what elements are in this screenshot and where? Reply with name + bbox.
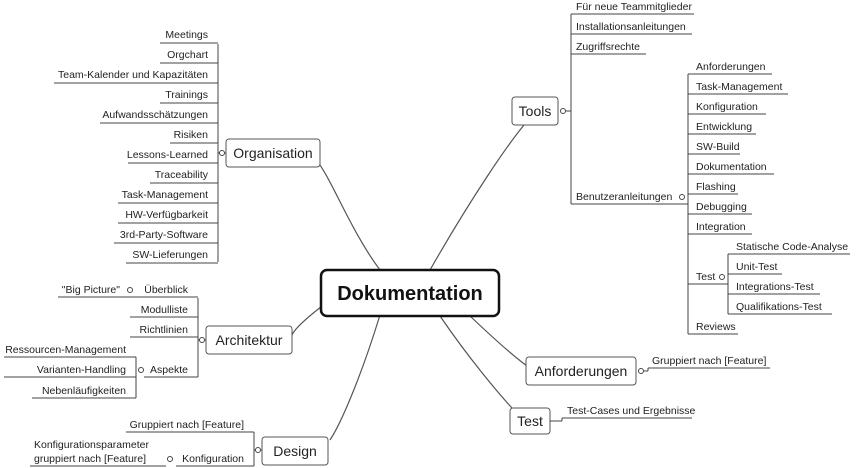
benutzer-task-mgmt: Task-Management <box>696 81 782 93</box>
benutzer-sw-build: SW-Build <box>696 141 740 153</box>
design-label: Design <box>273 443 317 459</box>
benutzer-anforderungen: Anforderungen <box>696 61 766 73</box>
architektur-branch: Überblick "Big Picture" Modulliste Richt… <box>4 284 293 399</box>
architektur-label: Architektur <box>216 332 283 348</box>
arch-big-picture: "Big Picture" <box>62 284 120 296</box>
arch-aspekt-varianten: Varianten-Handling <box>37 364 126 376</box>
benutzer-flashing: Flashing <box>696 181 736 193</box>
test-branch: Test Test-Cases und Ergebnisse <box>509 405 696 435</box>
test-integrations: Integrations-Test <box>736 281 814 293</box>
organisation-branch: Meetings Orgchart Team-Kalender und Kapa… <box>54 29 321 264</box>
benutzer-test: Test <box>696 271 715 283</box>
test-label: Test <box>517 413 543 429</box>
org-item-trainings: Trainings <box>165 89 208 101</box>
benutzer-dokumentation: Dokumentation <box>696 161 767 173</box>
org-item-team-kalender: Team-Kalender und Kapazitäten <box>58 69 208 81</box>
anforderungen-branch: Anforderungen Gruppiert nach [Feature] <box>525 355 770 386</box>
design-konfiguration: Konfiguration <box>182 453 244 465</box>
arch-richtlinien: Richtlinien <box>140 324 189 336</box>
design-node[interactable] <box>261 436 329 466</box>
arch-aspekte: Aspekte <box>150 364 188 376</box>
organisation-label: Organisation <box>233 145 312 161</box>
design-konf-param-1: Konfigurationsparameter <box>34 439 149 451</box>
anforderungen-node[interactable] <box>525 356 637 386</box>
tools-item-zugriff: Zugriffsrechte <box>576 41 640 53</box>
benutzer-debugging: Debugging <box>696 201 747 213</box>
spokes <box>291 117 531 441</box>
tools-item-install: Installationsanleitungen <box>576 21 686 33</box>
tools-item-neue: Für neue Teammitglieder <box>576 1 692 13</box>
org-item-hw: HW-Verfügbarkeit <box>125 209 208 221</box>
tools-node[interactable] <box>511 96 559 126</box>
org-item-risiken: Risiken <box>174 129 209 141</box>
center-label: Dokumentation <box>337 283 483 305</box>
benutzer-integration: Integration <box>696 221 746 233</box>
org-item-traceability: Traceability <box>155 169 209 181</box>
arch-aspekt-nebenlaeufig: Nebenläufigkeiten <box>42 385 126 397</box>
org-item-orgchart: Orgchart <box>167 49 208 61</box>
design-branch: Gruppiert nach [Feature] Konfiguration K… <box>30 419 329 467</box>
benutzer-reviews: Reviews <box>696 321 736 333</box>
tools-benutzer: Benutzeranleitungen <box>576 191 672 203</box>
org-item-sw-lieferungen: SW-Lieferungen <box>132 249 208 261</box>
org-item-3rd-party: 3rd-Party-Software <box>120 229 208 241</box>
org-item-task-mgmt: Task-Management <box>122 189 208 201</box>
design-konf-param-2: gruppiert nach [Feature] <box>34 453 146 465</box>
test-unit: Unit-Test <box>736 261 778 273</box>
design-gruppiert: Gruppiert nach [Feature] <box>130 419 244 431</box>
arch-aspekt-ressourcen: Ressourcen-Management <box>5 344 126 356</box>
arch-ueberblick: Überblick <box>144 284 189 296</box>
benutzer-konfiguration: Konfiguration <box>696 101 758 113</box>
test-child: Test-Cases und Ergebnisse <box>567 405 696 417</box>
org-item-lessons: Lessons-Learned <box>127 149 208 161</box>
arch-modulliste: Modulliste <box>141 304 188 316</box>
tools-label: Tools <box>519 103 552 119</box>
org-item-meetings: Meetings <box>165 29 208 41</box>
anforderungen-child: Gruppiert nach [Feature] <box>652 355 766 367</box>
center-node-group: Dokumentation <box>319 268 501 318</box>
test-statisch: Statische Code-Analyse <box>736 241 848 253</box>
org-item-aufwand: Aufwandsschätzungen <box>102 109 208 121</box>
benutzer-entwicklung: Entwicklung <box>696 121 752 133</box>
architektur-node[interactable] <box>205 325 293 355</box>
center-node[interactable] <box>319 268 501 318</box>
tools-branch: Tools Für neue Teammitglieder Installati… <box>511 1 850 335</box>
anforderungen-label: Anforderungen <box>535 363 628 379</box>
test-qualifikation: Qualifikations-Test <box>736 301 822 313</box>
organisation-node[interactable] <box>225 138 321 168</box>
